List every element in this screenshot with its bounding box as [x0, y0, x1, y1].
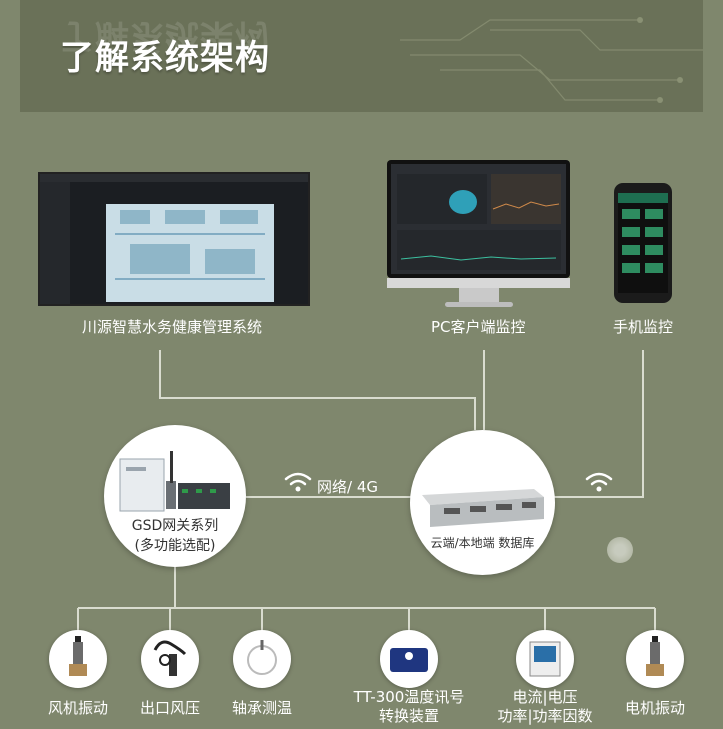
management-system-screenshot	[38, 172, 310, 306]
motor-vibration-sensor	[626, 630, 684, 688]
pressure-sensor-icon	[153, 640, 187, 676]
vibration-sensor-icon	[646, 636, 664, 676]
label-power-line1: 电流|电压	[512, 688, 578, 706]
header-banner: 了解系统架构 了解系统架构	[20, 0, 703, 112]
pc-dashboard-image	[391, 164, 566, 274]
label-bearing-temp: 轴承测温	[231, 699, 292, 717]
gateway-label-line2: (多功能选配)	[134, 538, 216, 554]
converter-box-icon	[390, 648, 428, 672]
label-fan-vibration: 风机振动	[47, 699, 108, 717]
page-title: 了解系统架构	[60, 38, 270, 78]
power-meter	[516, 630, 574, 688]
pc-monitor	[387, 160, 570, 310]
power-meter-icon	[529, 641, 561, 677]
server-node: 云端/本地端 数据库	[410, 430, 555, 575]
server-label: 云端/本地端 数据库	[430, 536, 535, 550]
label-management-system: 川源智慧水务健康管理系统	[82, 318, 263, 336]
outlet-pressure-sensor	[141, 630, 199, 688]
tt300-converter	[380, 630, 438, 688]
circuit-decoration	[400, 17, 703, 103]
temperature-probe-icon	[247, 640, 277, 675]
wifi-icon	[585, 472, 613, 492]
label-power-meter: 电流|电压 功率|功率因数	[486, 688, 604, 726]
gateway-device-icon	[119, 451, 230, 512]
gateway-label-line1: GSD网关系列	[131, 518, 219, 534]
network-label: 网络/ 4G	[317, 478, 378, 496]
bearing-temp-sensor	[233, 630, 291, 688]
scada-diagram-image	[40, 174, 308, 304]
server-device-icon	[422, 489, 544, 527]
label-mobile: 手机监控	[613, 318, 674, 336]
label-tt300-line2: 转换装置	[378, 707, 439, 725]
gateway-node: GSD网关系列 (多功能选配)	[104, 425, 246, 567]
label-pc-client: PC客户端监控	[431, 318, 526, 336]
mobile-phone	[614, 183, 672, 303]
label-power-line2: 功率|功率因数	[497, 707, 593, 725]
mobile-app-image	[618, 193, 668, 293]
wifi-icon	[284, 472, 312, 492]
label-tt300: TT-300温度讯号 转换装置	[345, 688, 473, 726]
label-outlet-pressure: 出口风压	[139, 699, 200, 717]
decorative-dot	[607, 537, 633, 563]
label-motor-vibration: 电机振动	[624, 699, 685, 717]
fan-vibration-sensor	[49, 630, 107, 688]
label-tt300-line1: TT-300温度讯号	[353, 688, 465, 706]
vibration-sensor-icon	[69, 636, 87, 676]
